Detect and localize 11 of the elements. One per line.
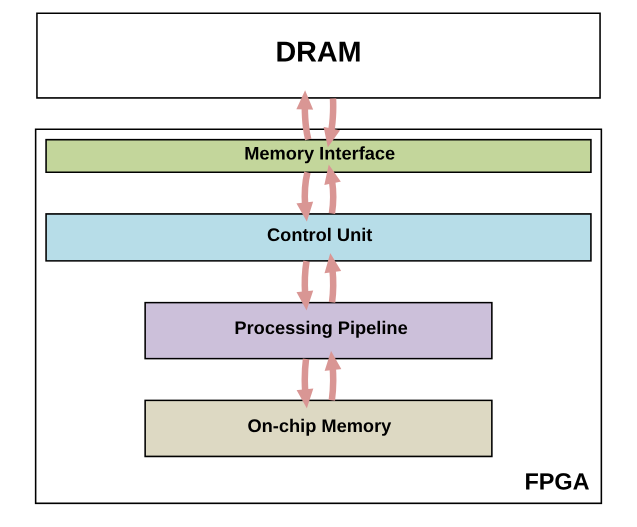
node-box: Memory Interface [45,138,592,174]
node-box: DRAM [36,12,601,99]
arrow [324,164,341,214]
arrow [296,260,314,310]
node-box: Processing Pipeline [144,302,493,360]
node-box: On-chip Memory [144,400,493,458]
node-box: Control Unit [45,213,592,262]
arrow [296,172,314,222]
arrow [324,253,342,303]
arrow [324,98,340,148]
arrow [296,358,314,408]
